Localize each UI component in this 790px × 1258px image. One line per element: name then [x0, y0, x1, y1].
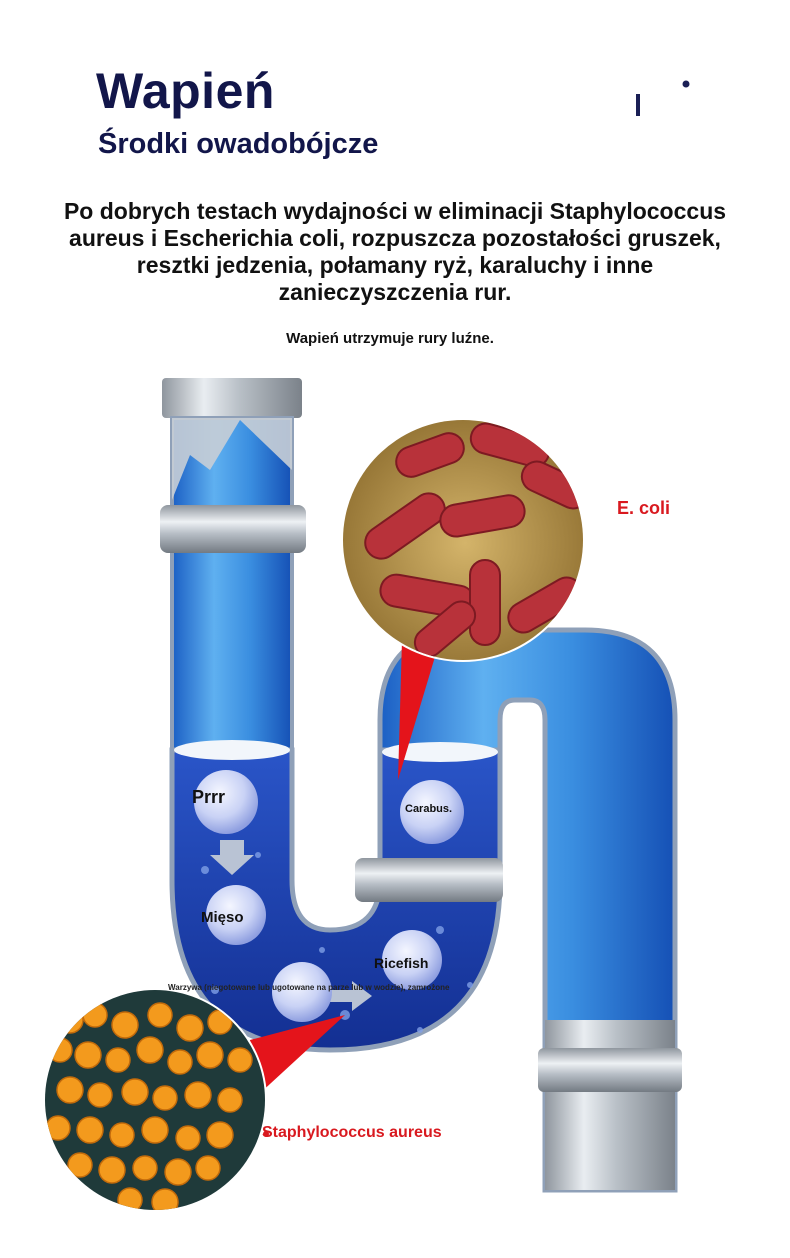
pipe-top-cap — [162, 378, 302, 418]
bubble-ricefish — [382, 930, 442, 990]
bubble-ricefish-label: Ricefish — [374, 955, 429, 971]
description-text: Po dobrych testach wydajności w eliminac… — [63, 198, 727, 305]
staph-magnifier — [43, 988, 267, 1212]
bubble-warzywa — [272, 962, 332, 1022]
bubble-warzywa-label: Warzywa (niegotowane lub ugotowane na pa… — [168, 983, 450, 992]
staph-label: Staphylococcus aureus — [262, 1124, 442, 1141]
bubble-prrr — [194, 770, 258, 834]
drain-outlet-ring — [538, 1048, 682, 1092]
water-surface-left — [174, 740, 290, 760]
bubble-mieso-label: Mięso — [201, 909, 244, 926]
ecoli-pointer — [398, 640, 440, 780]
ecoli-magnifier — [341, 418, 585, 662]
tagline-text: Wapień utrzymuje rury luźne. — [286, 330, 494, 347]
left-pipe — [170, 416, 294, 772]
arrow-down-icon — [210, 840, 254, 875]
arrow-right-icon — [330, 981, 372, 1011]
corner-mark-icon — [636, 80, 690, 116]
water-surface-right — [382, 742, 498, 762]
drain-outlet-pipe — [545, 1020, 675, 1190]
staph-pointer — [250, 1015, 345, 1095]
staph-bullet-icon — [263, 1131, 269, 1137]
page-title: Wapień — [96, 63, 275, 119]
left-pipe-ring — [160, 505, 306, 553]
bubble-carabus-label: Carabus. — [405, 803, 453, 815]
pipe-illustration — [43, 378, 682, 1212]
bubble-carabus — [400, 780, 464, 844]
bubble-prrr-label: Prrr — [192, 787, 226, 807]
u-trap-ring — [355, 858, 503, 902]
ecoli-label: E. coli — [617, 498, 671, 518]
page-subtitle: Środki owadobójcze — [98, 128, 379, 160]
bubble-mieso — [206, 885, 266, 945]
